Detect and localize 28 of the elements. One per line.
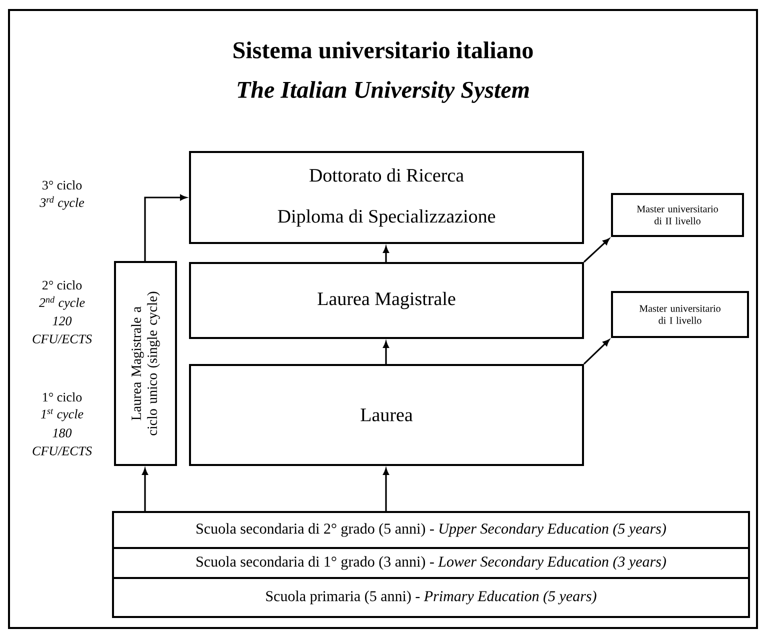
level-box: Scuola primaria (5 anni) - Primary Education (5 years) [112,576,750,618]
master-box: Master universitario di I livello [611,291,749,338]
cycle-label: 3$^{rd}$ cycle [40,196,84,210]
cycle-label: 2$^{nd}$ cycle [38,296,85,310]
cycle-label: CFU/ECTS [32,446,92,456]
level-box: Scuola secondaria di 1° grado (3 anni) - Lower Secondary Education (3 years) [112,546,750,579]
arrow [583,339,610,365]
cycle-label: 180 [52,428,72,438]
arrow [383,246,389,262]
program-box: Laurea Magistrale [189,262,584,339]
arrow [583,238,610,263]
master-box: Master universitario di II livello [611,192,744,237]
level-box: Scuola secondaria di 2° grado (5 anni) - Upper Secondary Education (5 years) [112,510,750,549]
cycle-label: CFU/ECTS [32,334,92,344]
cycle-label: 1$^{st}$ cycle [40,408,84,422]
arrow [383,341,389,364]
cycle-label: 2° ciclo [42,280,82,290]
arrow [144,194,187,261]
cycle-label: 3° ciclo [42,180,82,190]
cycle-label: 120 [52,316,72,326]
title: Sistema universitario italiano [234,42,533,58]
program-box: Laurea [189,364,584,466]
subtitle: The Italian University System [238,81,529,103]
program-box: Dottorato di Ricerca Diploma di Specializzazione [189,150,584,244]
program-box: Laurea Magistrale a ciclo unico (single cycle) [114,260,177,466]
arrow [383,468,389,511]
arrow [142,468,148,511]
cycle-label: 1° ciclo [43,392,82,402]
